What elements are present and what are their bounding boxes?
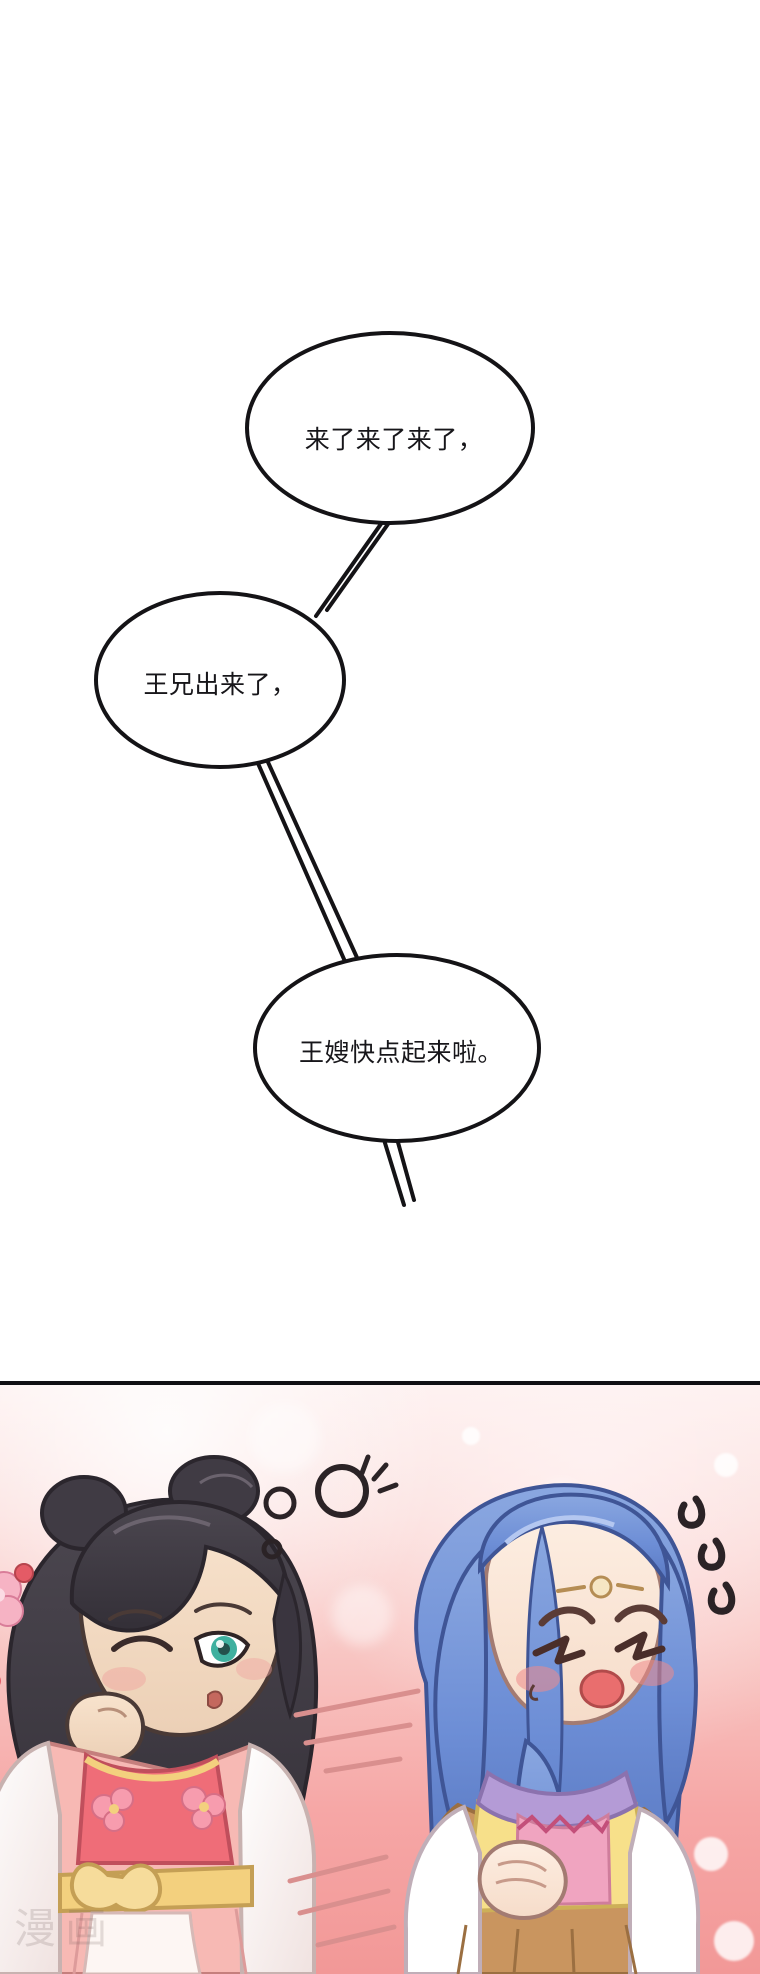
bodice-trim bbox=[84, 1756, 220, 1782]
watermark: 漫画 bbox=[14, 1906, 117, 1953]
bubble-2-outline bbox=[94, 591, 346, 769]
sleeve-right bbox=[628, 1806, 701, 1974]
blush-left bbox=[102, 1667, 146, 1691]
motion-lines bbox=[287, 1685, 550, 1965]
eye-open-right bbox=[193, 1630, 251, 1668]
bodice-flower-left bbox=[91, 1787, 134, 1832]
hand-knuckle-line bbox=[97, 1707, 128, 1718]
eyebrow-left bbox=[538, 1606, 596, 1627]
eyebrow-left bbox=[108, 1609, 162, 1621]
underskirt bbox=[82, 1911, 202, 1974]
inner-panel-trim bbox=[516, 1814, 610, 1835]
bangs bbox=[69, 1500, 291, 1633]
speech-bubble-layer: 来了来了来了， 王兄出来了， 王嫂快点起来啦。 bbox=[93, 330, 542, 1144]
sleeve-left bbox=[403, 1804, 482, 1974]
artwork-panel: 漫画 bbox=[0, 1385, 760, 1974]
speech-bubble-1: 来了来了来了， bbox=[244, 330, 536, 526]
hair-right-curtain bbox=[657, 1543, 698, 1830]
hand-finger-lines bbox=[495, 1860, 547, 1889]
skirt-pleats bbox=[456, 1924, 638, 1974]
blush-left bbox=[516, 1666, 560, 1692]
sash-bow bbox=[69, 1862, 163, 1913]
bubble-1-outline bbox=[245, 331, 535, 525]
bubble-medium bbox=[263, 1486, 297, 1520]
eyebrow-right bbox=[614, 1604, 668, 1625]
forehead-jewel bbox=[556, 1575, 644, 1599]
eye-closed-left bbox=[111, 1635, 173, 1652]
panel-divider-line bbox=[0, 1381, 760, 1385]
blush-right bbox=[630, 1660, 674, 1686]
hair-highlight bbox=[112, 1515, 211, 1535]
sleeve-left bbox=[0, 1740, 62, 1974]
bokeh-circle bbox=[250, 1403, 320, 1473]
bokeh-circle bbox=[694, 1837, 728, 1871]
bokeh-circle bbox=[332, 1585, 392, 1645]
sleeve-right bbox=[237, 1742, 317, 1974]
speech-bubble-3-text: 王嫂快点起来啦。 bbox=[298, 1039, 503, 1067]
speech-bubble-1-text: 来了来了来了， bbox=[304, 426, 484, 454]
motion-line-upper bbox=[293, 1688, 421, 1774]
side-lock bbox=[272, 1568, 303, 1721]
sweat-drop-effects bbox=[662, 1481, 760, 1621]
cheek-sweat-line bbox=[529, 1684, 539, 1701]
speech-bubble-3: 王嫂快点起来啦。 bbox=[252, 952, 542, 1144]
character-black-haired-girl bbox=[0, 1443, 364, 1974]
bubble-small bbox=[261, 1538, 283, 1560]
hair-highlight bbox=[504, 1515, 615, 1545]
sparkle-lines bbox=[359, 1454, 399, 1494]
mouth bbox=[207, 1690, 224, 1709]
eye-shut-left bbox=[532, 1635, 586, 1665]
character-blue-haired-girl bbox=[330, 1473, 760, 1974]
hair-bun-highlight bbox=[199, 1473, 254, 1489]
tail-bubble2-to-bubble3 bbox=[251, 747, 361, 968]
bokeh-circle bbox=[714, 1921, 754, 1961]
speech-bubble-2-text: 王兄出来了， bbox=[143, 671, 297, 699]
mouth-open bbox=[579, 1669, 625, 1709]
bodice bbox=[75, 1751, 235, 1865]
bodice-flower-right bbox=[181, 1786, 226, 1830]
eyebrow-right bbox=[194, 1602, 252, 1615]
motion-line-lower bbox=[287, 1854, 397, 1948]
plum-blossom-ornament bbox=[0, 1563, 34, 1685]
sweat-drop-1 bbox=[677, 1495, 706, 1529]
sweat-drop-3 bbox=[707, 1581, 736, 1615]
blush-right bbox=[236, 1658, 272, 1680]
tail-bubble1-to-bubble2 bbox=[314, 508, 400, 618]
speech-bubble-2: 王兄出来了， bbox=[93, 590, 347, 770]
bokeh-circle bbox=[714, 1453, 738, 1477]
bubble-large bbox=[315, 1464, 369, 1518]
hair-cap bbox=[477, 1492, 671, 1592]
eye-shut-right bbox=[614, 1631, 666, 1661]
bokeh-circle bbox=[462, 1427, 480, 1445]
sweat-bubble-effects bbox=[250, 1427, 410, 1560]
sweat-drop-2 bbox=[697, 1537, 726, 1571]
bubble-3-outline bbox=[253, 953, 541, 1143]
